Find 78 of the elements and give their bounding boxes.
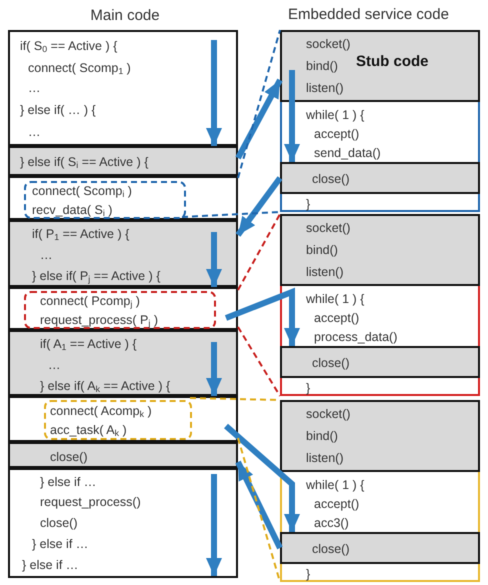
code-line: … (28, 80, 40, 96)
flow-arrow (206, 342, 222, 396)
shaded-code-band (280, 162, 480, 194)
shaded-code-band (280, 400, 480, 472)
code-line: listen() (306, 264, 344, 280)
code-line: } (306, 196, 310, 212)
code-line: accept() (314, 310, 360, 326)
code-line: process_data() (314, 329, 398, 345)
flow-arrow (224, 288, 300, 346)
dashed-guide-line (237, 30, 281, 178)
shaded-code-band (8, 220, 238, 287)
code-line: while( 1 ) { (306, 477, 364, 493)
code-line: while( 1 ) { (306, 291, 364, 307)
flow-arrow (235, 460, 283, 550)
shaded-code-band (8, 146, 238, 176)
code-line: } (306, 380, 310, 396)
code-line: connect( Scomp$_{i}$ ) (32, 183, 132, 199)
shaded-code-band (8, 442, 238, 468)
flow-arrow (206, 40, 222, 146)
code-line: acc3() (314, 515, 349, 531)
code-line: close() (50, 449, 88, 465)
shaded-code-band (280, 214, 480, 286)
code-line: while( 1 ) { (306, 107, 364, 123)
code-line: } else if … (40, 474, 96, 490)
code-line: connect( Scomp$_{1}$ ) (28, 60, 131, 76)
code-line: } else if( … ) { (20, 102, 96, 118)
code-line: request_process() (40, 494, 141, 510)
code-line: } else if … (22, 557, 78, 573)
flow-arrow (206, 474, 222, 576)
code-line: } else if … (32, 536, 88, 552)
code-line: } (306, 566, 310, 582)
shaded-code-band (280, 346, 480, 378)
code-line: } else if( P$_{j}$ == Active ) { (32, 268, 160, 284)
code-line: close() (312, 171, 350, 187)
code-line: send_data() (314, 145, 381, 161)
code-line: socket() (306, 406, 350, 422)
code-line: bind() (306, 58, 338, 74)
code-line: listen() (306, 80, 344, 96)
code-line: recv_data( S$_{i}$ ) (32, 202, 112, 218)
code-line: listen() (306, 450, 344, 466)
code-line: close() (312, 541, 350, 557)
code-line: if( A$_{1}$ == Active ) { (40, 336, 137, 352)
code-line: close() (40, 515, 78, 531)
code-line: bind() (306, 242, 338, 258)
column-heading: Main code (89, 8, 161, 24)
shaded-code-band (280, 532, 480, 564)
shaded-code-band (280, 30, 480, 102)
stub-code-label: Stub code (356, 54, 429, 70)
flow-arrow (206, 232, 222, 287)
code-line: } else if( S$_{i}$ == Active ) { (20, 154, 148, 170)
dashed-guide-line (237, 326, 281, 397)
code-line: … (28, 124, 40, 140)
code-line: if( P$_{1}$ == Active ) { (32, 226, 130, 242)
shaded-code-band (8, 330, 238, 396)
column-heading: Embedded service code (288, 6, 449, 23)
flow-arrow (235, 78, 283, 160)
code-line: close() (312, 355, 350, 371)
flow-arrow (284, 70, 300, 162)
code-line: connect( Pcomp$_{j}$ ) (40, 293, 140, 309)
flow-arrow (236, 176, 282, 237)
dashed-guide-line (182, 211, 280, 218)
code-line: accept() (314, 496, 360, 512)
code-line: if( S$_{0}$ == Active ) { (20, 38, 118, 54)
code-line: socket() (306, 220, 350, 236)
code-line: acc_task( A$_{k}$ ) (50, 422, 127, 438)
service-code-block (280, 30, 480, 212)
code-line: } else if( A$_{k}$ == Active ) { (40, 378, 170, 394)
code-line: … (48, 357, 60, 373)
code-line: connect( Acomp$_{k}$ ) (50, 403, 152, 419)
code-line: bind() (306, 428, 338, 444)
dashed-guide-line (237, 214, 281, 290)
code-line: request_process( P$_{j}$ ) (40, 312, 158, 328)
code-line: … (40, 247, 52, 263)
flow-arrow (224, 424, 300, 532)
service-code-block (280, 214, 480, 396)
service-code-block (280, 400, 480, 582)
code-line: accept() (314, 126, 360, 142)
code-line: socket() (306, 36, 350, 52)
